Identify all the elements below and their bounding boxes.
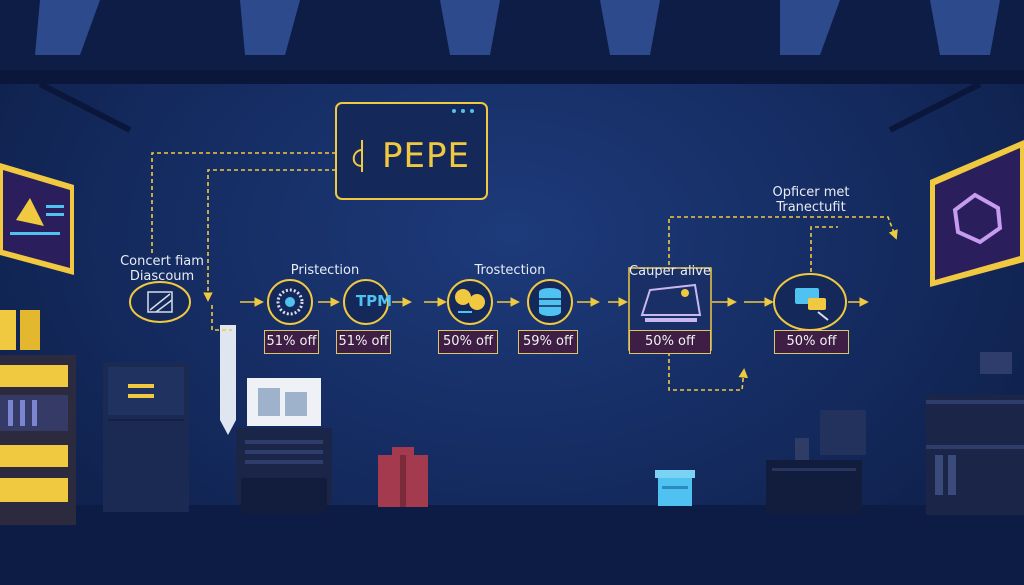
pepe-title: PEPE — [382, 136, 470, 176]
warning-screen — [0, 163, 74, 275]
connector-vertical-drop — [211, 305, 232, 331]
database-icon — [527, 279, 573, 325]
connector-window-down — [203, 169, 336, 302]
right-desk — [766, 410, 866, 514]
ceiling — [0, 0, 1024, 70]
connector-top-right — [668, 216, 898, 300]
server-cabinet — [103, 362, 189, 512]
right-shelf — [926, 352, 1024, 515]
discount-badge: 59% off — [518, 330, 578, 354]
node-label-trostection: Trostection — [474, 263, 546, 278]
pepe-logo-icon — [352, 140, 363, 172]
node-label-opficer: Opficer met Tranectufit — [772, 185, 850, 215]
dotted-circle-icon — [267, 279, 313, 325]
red-crate — [378, 447, 428, 507]
node-label-concert: Concert fiam Diascoum — [120, 254, 204, 284]
tpm-label: TPM — [355, 292, 393, 310]
blue-bin — [655, 470, 695, 506]
computer-desk — [220, 325, 332, 514]
chat-icon — [773, 273, 847, 331]
ceiling-beam — [0, 70, 1024, 84]
node-label-pristection: Pristection — [290, 263, 360, 278]
connector-bottom-loop — [668, 352, 749, 391]
discount-badge: 50% off — [438, 330, 498, 354]
ceiling-lights — [35, 0, 1000, 55]
connector-window-left — [151, 152, 336, 255]
discount-badge: 50% off — [629, 330, 711, 354]
discount-badge: 51% off — [264, 330, 319, 354]
left-shelf — [0, 310, 76, 525]
node-label-cauper: Cauper alive — [629, 264, 711, 279]
tpm-icon — [343, 279, 389, 325]
pattern-icon — [129, 281, 191, 323]
network-screen — [930, 140, 1024, 287]
discount-badge: 50% off — [774, 330, 849, 354]
people-icon — [447, 279, 493, 325]
floor — [0, 505, 1024, 585]
discount-badge: 51% off — [336, 330, 391, 354]
pepe-window — [335, 102, 488, 200]
connector-chat-up — [810, 226, 838, 272]
